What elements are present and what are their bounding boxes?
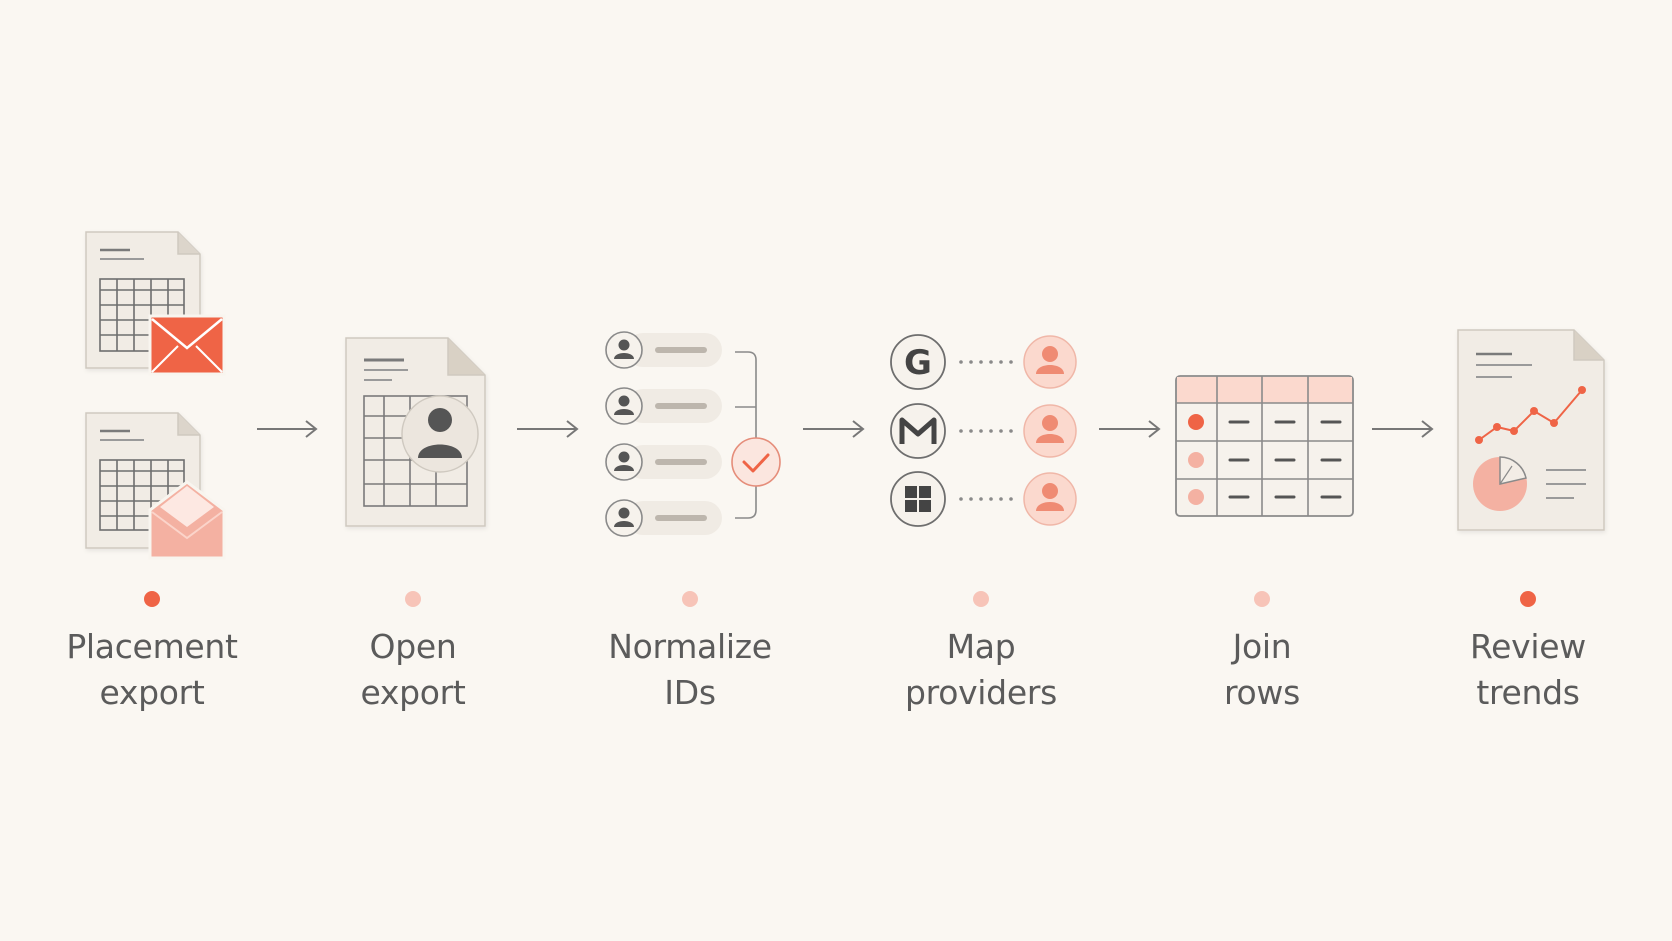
- step-label-placement-export: Placement export: [22, 624, 282, 716]
- user-icon: [1023, 404, 1077, 458]
- table-icon: [1175, 375, 1354, 517]
- user-icon: [1023, 472, 1077, 526]
- step-label-line: trends: [1476, 673, 1580, 712]
- normalize-ids-illustration: [605, 331, 781, 537]
- step-label-line: Open: [369, 627, 457, 666]
- flow-arrow: [257, 420, 318, 438]
- step-label-map-providers: Map providers: [851, 624, 1111, 716]
- step-label-line: export: [99, 673, 205, 712]
- flow-arrow: [1099, 420, 1161, 438]
- envelope-icon: [148, 314, 226, 376]
- step-marker-map-providers: [973, 591, 989, 607]
- dotted-connector: [959, 360, 1013, 364]
- dotted-connector: [959, 497, 1013, 501]
- step-marker-normalize-ids: [682, 591, 698, 607]
- step-marker-open-export: [405, 591, 421, 607]
- dotted-connector: [959, 429, 1013, 433]
- step-label-line: providers: [905, 673, 1057, 712]
- step-label-line: export: [360, 673, 466, 712]
- step-label-line: Placement: [66, 627, 238, 666]
- gmail-icon: [890, 403, 946, 459]
- svg-text:G: G: [904, 343, 932, 383]
- checkmark-icon: [731, 437, 781, 487]
- step-marker-join-rows: [1254, 591, 1270, 607]
- step-label-line: Review: [1470, 627, 1586, 666]
- map-providers-illustration: G: [890, 334, 1077, 527]
- user-icon: [401, 395, 479, 473]
- step-marker-placement-export: [144, 591, 160, 607]
- google-icon: G: [890, 334, 946, 390]
- step-label-open-export: Open export: [283, 624, 543, 716]
- step-label-line: Normalize: [608, 627, 772, 666]
- step-label-review-trends: Review trends: [1398, 624, 1658, 716]
- join-rows-illustration: [1175, 375, 1354, 517]
- step-label-line: Join: [1232, 627, 1292, 666]
- flow-arrow: [803, 420, 865, 438]
- user-list-icon: [605, 331, 722, 537]
- open-envelope-icon: [148, 480, 226, 560]
- step-label-normalize-ids: Normalize IDs: [560, 624, 820, 716]
- bracket-connector: [732, 351, 757, 519]
- step-label-line: IDs: [664, 673, 716, 712]
- user-icon: [1023, 335, 1077, 389]
- flow-arrow: [517, 420, 579, 438]
- step-label-line: Map: [946, 627, 1016, 666]
- open-export-illustration: [345, 337, 486, 527]
- windows-icon: [890, 471, 946, 527]
- pie-chart-icon: [1473, 456, 1527, 511]
- step-marker-review-trends: [1520, 591, 1536, 607]
- placement-export-illustration: [85, 231, 226, 560]
- step-label-join-rows: Join rows: [1132, 624, 1392, 716]
- flow-arrow: [1372, 420, 1434, 438]
- step-label-line: rows: [1223, 673, 1300, 712]
- line-chart-icon: [1475, 386, 1586, 444]
- review-trends-illustration: [1457, 329, 1605, 531]
